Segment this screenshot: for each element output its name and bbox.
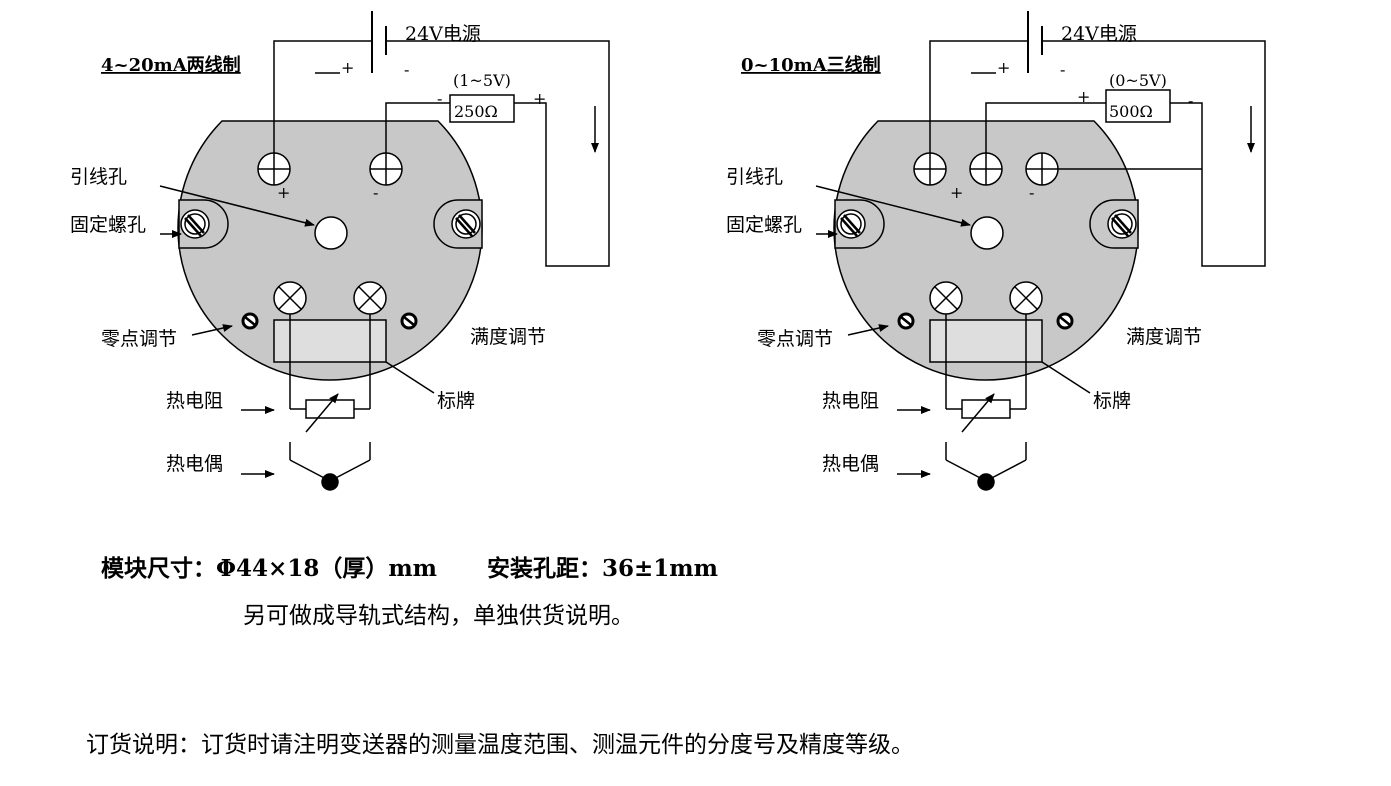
label-lead-hole: 引线孔 bbox=[70, 166, 127, 188]
diagram-title: 0~10mA三线制 bbox=[741, 54, 881, 76]
mount-screw-icon bbox=[451, 209, 481, 239]
rtd-symbol bbox=[945, 314, 1027, 433]
resistor-value: 500Ω bbox=[1109, 102, 1153, 121]
spec-line: 模块尺寸：Φ44×18（厚）mm 安装孔距：36±1mm bbox=[101, 549, 718, 583]
label-nameplate: 标牌 bbox=[437, 390, 475, 412]
zero-pot-icon bbox=[897, 312, 915, 330]
mount-screw-icon bbox=[836, 209, 866, 239]
terminal-right-sign: - bbox=[1029, 183, 1034, 202]
power-minus: - bbox=[1060, 60, 1065, 79]
label-thermocouple: 热电偶 bbox=[822, 453, 879, 475]
rail-note: 另可做成导轨式结构，单独供货说明。 bbox=[243, 603, 634, 629]
terminal-minus-icon bbox=[369, 152, 403, 186]
terminal-right-sign: - bbox=[373, 183, 378, 202]
label-nameplate: 标牌 bbox=[1093, 390, 1131, 412]
power-label: 24V电源 bbox=[405, 23, 481, 45]
label-thermocouple: 热电偶 bbox=[166, 453, 223, 475]
resistor-range: (1~5V) bbox=[453, 71, 511, 90]
leader-lead-hole bbox=[815, 185, 971, 227]
resistor-right-sign: - bbox=[1188, 91, 1193, 110]
label-rtd: 热电阻 bbox=[822, 390, 879, 412]
power-label: 24V电源 bbox=[1061, 23, 1137, 45]
loop-wiring bbox=[273, 40, 610, 267]
load-resistor bbox=[1105, 89, 1171, 123]
mount-screw-icon bbox=[1107, 209, 1137, 239]
diagram-two-wire: + - bbox=[70, 11, 610, 491]
resistor-range: (0~5V) bbox=[1109, 71, 1167, 90]
resistor-value: 250Ω bbox=[454, 102, 498, 121]
span-pot-icon bbox=[1056, 312, 1074, 330]
label-zero-adjust: 零点调节 bbox=[101, 328, 177, 350]
thermocouple-symbol bbox=[945, 442, 1027, 491]
label-mount-hole: 固定螺孔 bbox=[726, 214, 802, 236]
span-pot-icon bbox=[400, 312, 418, 330]
sensor-terminal-icon bbox=[929, 281, 963, 315]
resistor-right-sign: + bbox=[533, 89, 546, 108]
load-resistor bbox=[449, 94, 515, 123]
terminal-common-icon bbox=[1025, 152, 1059, 186]
label-mount-hole: 固定螺孔 bbox=[70, 214, 146, 236]
terminal-left-sign: + bbox=[277, 183, 290, 202]
nameplate bbox=[929, 319, 1043, 363]
thermocouple-symbol bbox=[289, 442, 371, 491]
power-minus: - bbox=[404, 60, 409, 79]
terminal-plus-icon bbox=[913, 152, 947, 186]
label-zero-adjust: 零点调节 bbox=[757, 328, 833, 350]
diagram-three-wire: + - bbox=[726, 11, 1266, 491]
label-rtd: 热电阻 bbox=[166, 390, 223, 412]
resistor-left-sign: - bbox=[437, 89, 442, 108]
sensor-terminal-icon bbox=[273, 281, 307, 315]
leader-nameplate bbox=[1041, 361, 1091, 394]
rtd-symbol bbox=[289, 314, 371, 433]
leader-zero-adjust bbox=[191, 324, 233, 336]
power-plus: + bbox=[341, 58, 354, 77]
hole-spacing-text: 安装孔距：36±1mm bbox=[487, 555, 718, 582]
resistor-left-sign: + bbox=[1077, 87, 1090, 106]
loop-wiring bbox=[929, 40, 1266, 267]
terminal-minus-icon bbox=[969, 152, 1003, 186]
leader-lead-hole bbox=[159, 185, 315, 227]
label-lead-hole: 引线孔 bbox=[726, 166, 783, 188]
sensor-terminal-icon bbox=[353, 281, 387, 315]
lead-hole bbox=[970, 216, 1004, 250]
nameplate bbox=[273, 319, 387, 363]
label-span-adjust: 满度调节 bbox=[470, 326, 546, 348]
terminal-left-sign: + bbox=[950, 183, 963, 202]
zero-pot-icon bbox=[241, 312, 259, 330]
order-note: 订货说明：订货时请注明变送器的测量温度范围、测温元件的分度号及精度等级。 bbox=[86, 732, 914, 758]
leader-nameplate bbox=[385, 361, 435, 394]
mount-screw-icon bbox=[180, 209, 210, 239]
label-span-adjust: 满度调节 bbox=[1126, 326, 1202, 348]
lead-hole bbox=[314, 216, 348, 250]
diagram-title: 4~20mA两线制 bbox=[101, 54, 241, 76]
module-size-text: 模块尺寸：Φ44×18（厚）mm bbox=[101, 555, 437, 582]
leader-zero-adjust bbox=[847, 324, 889, 336]
sensor-terminal-icon bbox=[1009, 281, 1043, 315]
power-plus: + bbox=[997, 58, 1010, 77]
terminal-plus-icon bbox=[257, 152, 291, 186]
